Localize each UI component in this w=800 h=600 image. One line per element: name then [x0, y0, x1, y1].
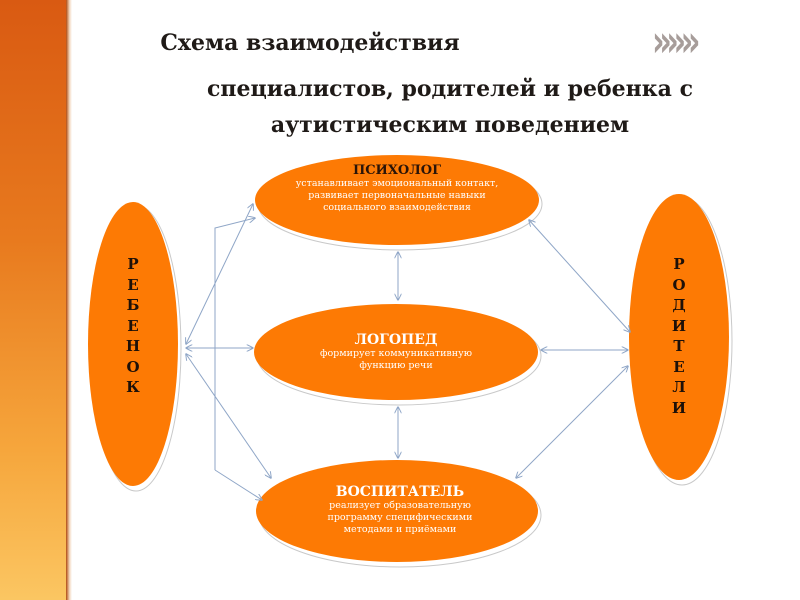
- speech-therapist-desc: формирует коммуникативную функцию речи: [320, 348, 472, 371]
- child-letter: О: [126, 357, 140, 376]
- psychologist-desc: устанавливает эмоциональный контакт, раз…: [295, 178, 499, 213]
- child-letter: Н: [125, 337, 141, 355]
- arrow-educator-parents: [516, 366, 628, 478]
- parents-letter: Т: [673, 337, 685, 355]
- child-node: [88, 202, 182, 492]
- arrows: [186, 204, 630, 500]
- speech-therapist-title: ЛОГОПЕД: [354, 332, 438, 348]
- psychologist-node: [255, 155, 543, 251]
- psychologist-title: ПСИХОЛОГ: [352, 163, 442, 178]
- child-letter: Б: [126, 296, 140, 314]
- educator-node: [256, 460, 542, 568]
- parents-letter: Л: [672, 378, 686, 396]
- arrow-psych-parents: [529, 220, 630, 332]
- parents-letter: О: [672, 275, 686, 294]
- child-letter: К: [126, 378, 140, 396]
- parents-node: [629, 194, 733, 486]
- psychologist-text: ПСИХОЛОГ устанавливает эмоциональный кон…: [292, 163, 502, 214]
- title-line-3: аутистическим поведением: [270, 112, 630, 138]
- chevron-icon: »»»: [652, 16, 701, 67]
- parents-letter: Р: [673, 255, 685, 273]
- arrow-bracket-educator: [214, 469, 262, 500]
- speech-therapist-node: [254, 304, 542, 406]
- sidebar-edge: [66, 0, 72, 600]
- sidebar-gradient: [0, 0, 66, 600]
- arrow-child-psychologist: [186, 204, 253, 344]
- parents-letter: И: [671, 316, 687, 335]
- educator-desc: реализует образовательную программу спец…: [327, 500, 473, 535]
- educator-title: ВОСПИТАТЕЛЬ: [335, 484, 465, 500]
- educator-text: ВОСПИТАТЕЛЬ реализует образовательную пр…: [310, 484, 490, 536]
- parents-letter: Е: [673, 357, 685, 376]
- parents-letter: И: [671, 398, 687, 417]
- child-letter: Е: [127, 275, 139, 294]
- speech-therapist-text: ЛОГОПЕД формирует коммуникативную функци…: [300, 332, 492, 372]
- arrow-child-educator: [186, 354, 271, 478]
- arrow-up-bracket: [214, 218, 255, 470]
- child-letter: Р: [127, 255, 139, 273]
- title-line-1: Схема взаимодействия: [160, 30, 460, 56]
- title-line-2: специалистов, родителей и ребенка с: [207, 76, 693, 102]
- child-letter: Е: [127, 316, 139, 335]
- parents-letter: Д: [672, 296, 686, 314]
